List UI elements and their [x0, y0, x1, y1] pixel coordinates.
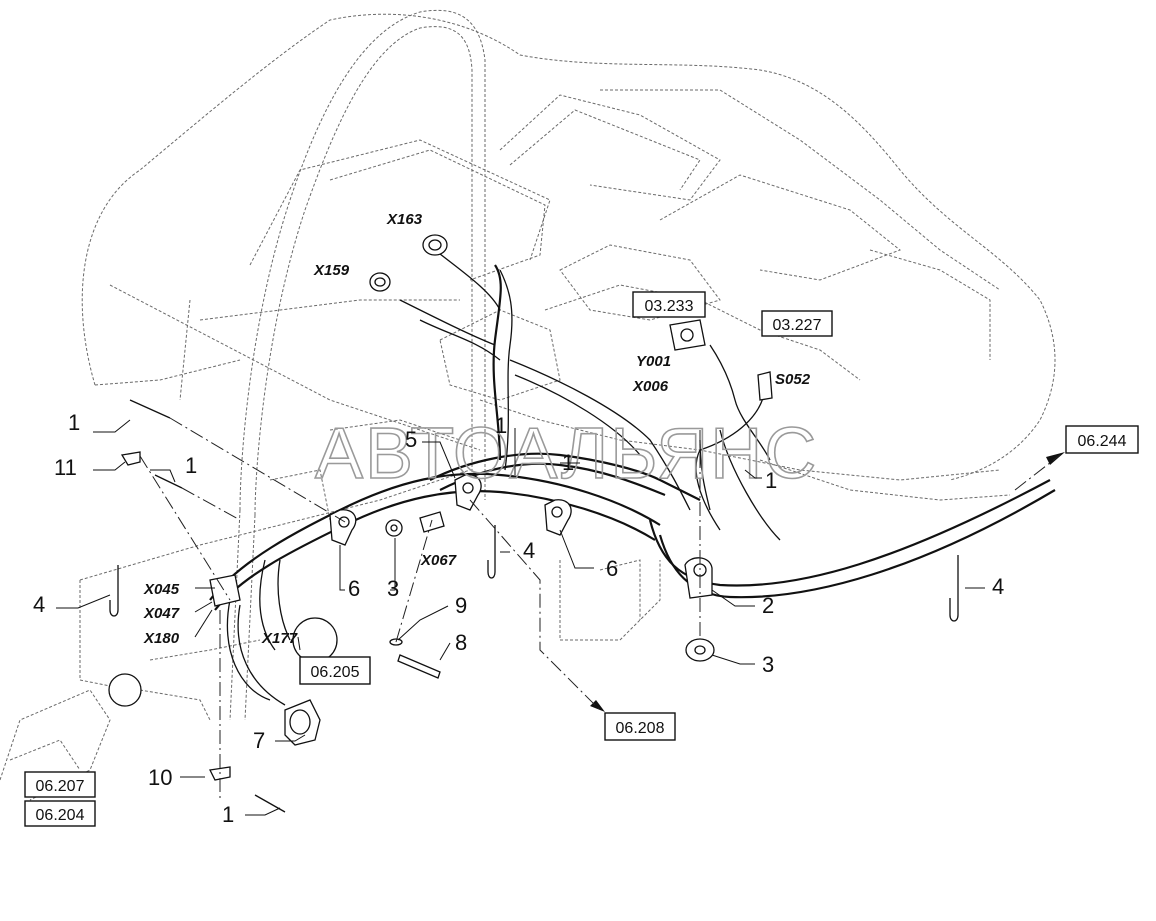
connector-x159-label: X159: [313, 262, 350, 279]
parts: [108, 234, 1065, 813]
part-number-callouts: 1 11 1 4 5 1 1 1 6 3 4 6 9 8 2 3 4 7 10 …: [33, 410, 1004, 827]
callout-4: 4: [992, 574, 1004, 599]
connector-x177-label: X177: [261, 630, 298, 647]
callout-10: 10: [148, 765, 172, 790]
reference-box: [604, 712, 676, 741]
callout-4: 4: [523, 538, 535, 563]
callout-3: 3: [762, 652, 774, 677]
reference-box: [299, 656, 371, 685]
reference-03-233: 03.233: [645, 298, 694, 315]
connector-s052-label: S052: [775, 371, 811, 388]
callout-6: 6: [348, 576, 360, 601]
reference-06-207: 06.207: [36, 778, 85, 795]
connector-x045-label: X045: [143, 581, 180, 598]
connector-x067-label: X067: [420, 552, 457, 569]
connector-labels: X163 X159 Y001 X006 S052 X067 X045 X047 …: [143, 211, 811, 647]
watermark: АВТОАЛЬЯНС: [315, 414, 818, 494]
callout-3: 3: [387, 576, 399, 601]
reference-box: [24, 771, 96, 798]
callout-5: 5: [405, 427, 417, 452]
assembly-lines: [139, 417, 1061, 800]
reference-06-208: 06.208: [616, 720, 665, 737]
reference-03-227: 03.227: [773, 317, 822, 334]
roll-bar: [229, 9, 486, 721]
reference-boxes: 03.233 03.227 06.244 06.205 06.208 06.20…: [24, 291, 1139, 827]
connector-x163-label: X163: [386, 211, 423, 228]
connector-x180-label: X180: [143, 630, 180, 647]
callout-4: 4: [33, 592, 45, 617]
chassis-outline: [0, 13, 1056, 801]
reference-box: [761, 310, 833, 337]
connector-x047-label: X047: [143, 605, 180, 622]
reference-06-244: 06.244: [1078, 433, 1127, 450]
callout-1: 1: [562, 450, 574, 475]
callout-1: 1: [222, 802, 234, 827]
connector-x006-label: X006: [632, 378, 669, 395]
connector-y001-label: Y001: [636, 353, 671, 370]
callout-leaders: [56, 419, 985, 816]
callout-1: 1: [68, 410, 80, 435]
callout-6: 6: [606, 556, 618, 581]
callout-1: 1: [185, 453, 197, 478]
wiring-harness: [209, 249, 1056, 706]
reference-box: [1065, 425, 1139, 454]
callout-9: 9: [455, 593, 467, 618]
callout-11: 11: [54, 455, 77, 480]
callout-2: 2: [762, 593, 774, 618]
callout-7: 7: [253, 728, 265, 753]
callout-8: 8: [455, 630, 467, 655]
reference-box: [24, 800, 96, 827]
reference-06-205: 06.205: [311, 664, 360, 681]
callout-1: 1: [765, 468, 777, 493]
reference-box: [632, 291, 706, 318]
callout-1: 1: [495, 413, 507, 438]
reference-06-204: 06.204: [36, 807, 85, 824]
